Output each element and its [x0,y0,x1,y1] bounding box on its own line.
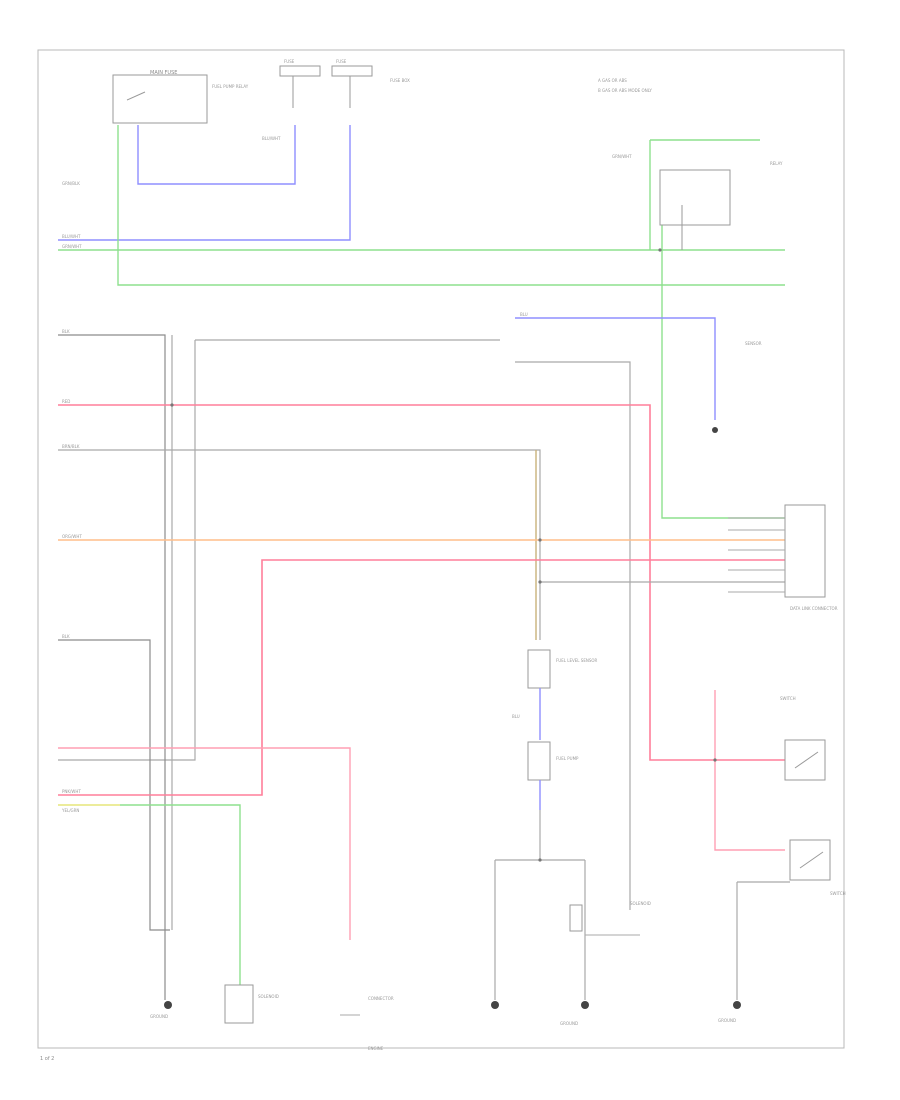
ground-left-label: GROUND [150,1014,168,1019]
fuse-right: FUSE FUSE BOX [331,59,410,108]
diagram-frame [37,49,845,1049]
main-fuse-label: MAIN FUSE [150,70,177,76]
fuse-box-label: FUSE BOX [390,78,410,83]
ground-mid-label: GROUND [560,1021,578,1026]
switch-right-bottom: SWITCH [789,839,846,896]
solenoid-left: SOLENOID [224,984,279,1024]
fuel-pump: FUEL PUMP [527,741,579,781]
sensor-right: SENSOR [712,341,762,433]
ground-right-label: GROUND [718,1018,736,1023]
wire-label-blu-top: BLU/WHT [262,136,281,141]
fuel-level-sensor-label: FUEL LEVEL SENSOR [556,658,598,663]
relay-top-right-label: RELAY [770,161,783,166]
switch-right-bottom-label: SWITCH [830,891,846,896]
wire-label-blk-2: BLK [62,634,70,639]
switch-right-top-label: SWITCH [780,696,796,701]
legend-line-b: B GAS OR ABS MODE ONLY [598,88,652,93]
legend-line-a: A GAS OR ABS [598,78,627,83]
ground-left: GROUND [150,1001,172,1019]
wire-label-org-wht: ORG/WHT [62,534,82,539]
solenoid-mid-label: SOLENOID [630,901,651,906]
ground-mid: GROUND [491,1001,589,1026]
data-link-connector-label: DATA LINK CONNECTOR [790,606,838,611]
main-fuse-relay: MAIN FUSE FUEL PUMP RELAY [112,70,249,124]
wire-label-blu-wht-left: BLU/WHT [62,234,81,239]
connector-bottom: CONNECTOR ENGINE [340,996,394,1051]
sensor-right-label: SENSOR [745,341,762,346]
bottom-center-label: ENGINE [368,1046,384,1051]
wire-label-grn-wht-top: GRN/WHT [612,154,632,159]
wire-label-blk-1: BLK [62,329,70,334]
data-link-connector: DATA LINK CONNECTOR [728,504,838,611]
wire-label-grn-wht-left: GRN/WHT [62,244,82,249]
ground-right: GROUND [718,1001,741,1023]
fuel-level-sensor: FUEL LEVEL SENSOR [527,649,598,689]
wire-label-red: RED [62,399,70,404]
wire-label-brn-blk: BRN/BLK [62,444,80,449]
connector-bottom-label: CONNECTOR [368,996,394,1001]
switch-right-top: SWITCH [780,696,826,781]
wire-label-blu-right: BLU [520,312,528,317]
relay-top-left-label: FUEL PUMP RELAY [212,84,249,89]
legend: A GAS OR ABS B GAS OR ABS MODE ONLY [598,78,652,93]
fuse-right-label: FUSE [336,59,347,64]
fuse-left: FUSE [279,59,321,108]
wire-label-blu-mid: BLU [512,714,520,719]
wire-label-grn-blk-left: GRN/BLK [62,181,80,186]
fuel-pump-label: FUEL PUMP [556,756,579,761]
footer-code: 1 of 2 [40,1056,54,1062]
wire-label-pnk-wht: PNK/WHT [62,789,81,794]
wire-label-yel-grn: YEL/GRN [61,808,79,813]
relay-top-right: GRN/WHT RELAY [612,154,783,250]
fuse-left-label: FUSE [284,59,295,64]
solenoid-left-label: SOLENOID [258,994,279,999]
